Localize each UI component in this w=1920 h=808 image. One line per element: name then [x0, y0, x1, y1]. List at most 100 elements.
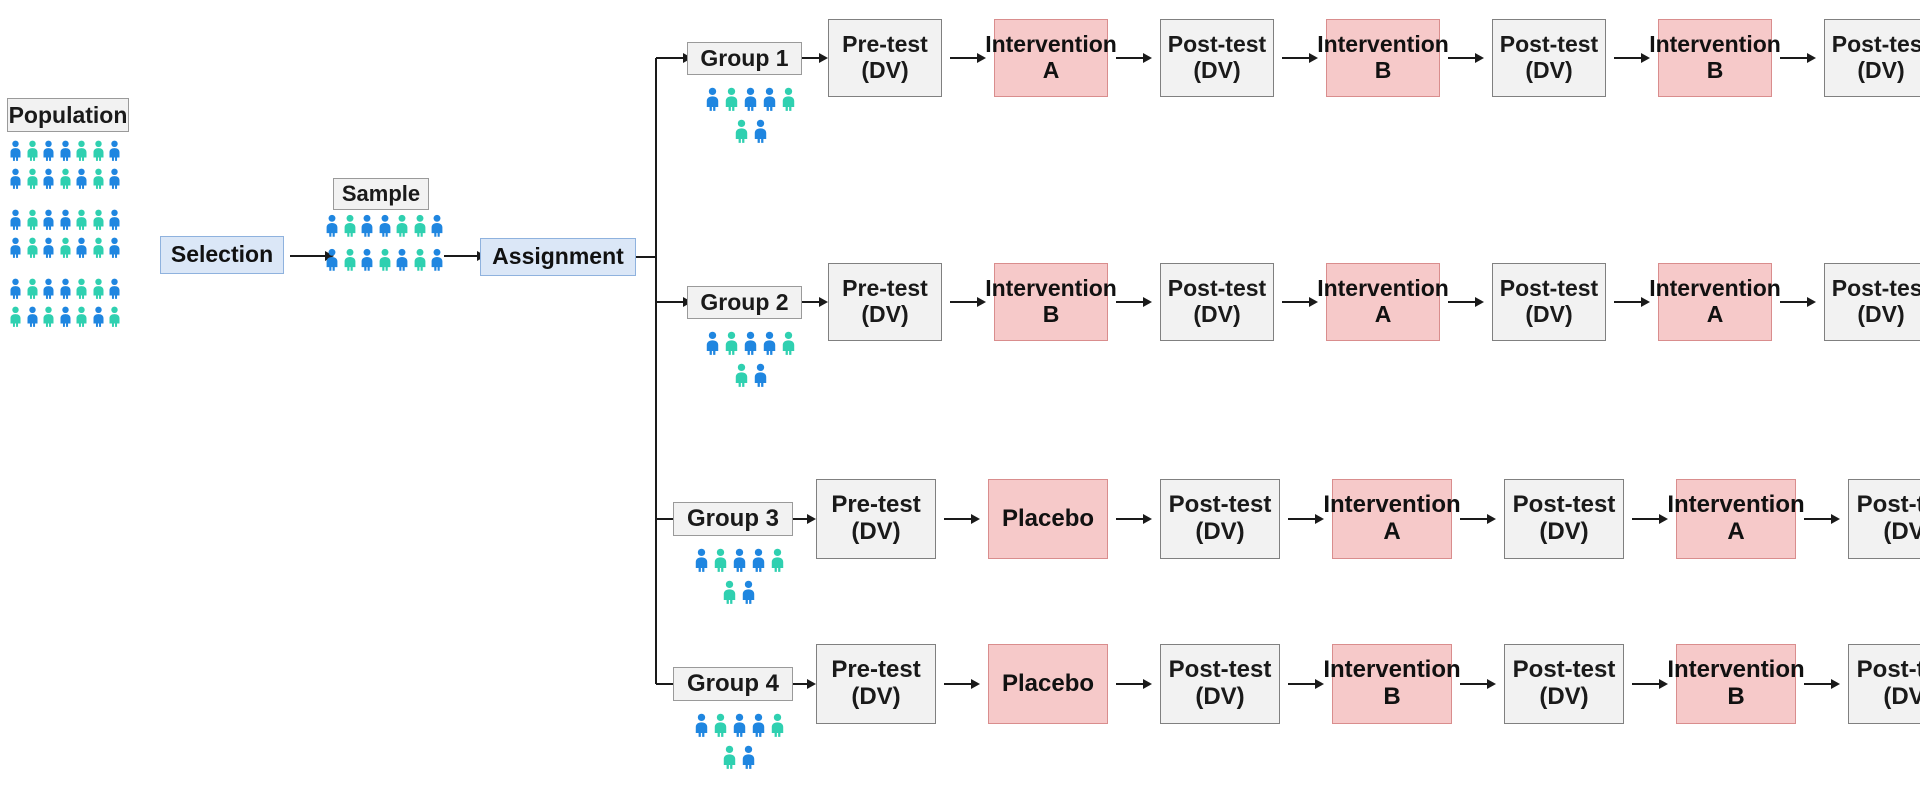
- group-1-step-7: Post-test(DV): [1824, 19, 1920, 97]
- group-3-step-3: Post-test(DV): [1160, 479, 1280, 559]
- person-icon: [92, 278, 104, 299]
- person-row: [8, 140, 122, 161]
- step-line-2: (DV): [1883, 518, 1920, 545]
- group-4-arrow-3: [1288, 683, 1316, 685]
- arrow-head: [807, 679, 816, 689]
- population-person-row: [8, 278, 122, 299]
- person-icon: [771, 548, 783, 572]
- group-1-step-5: Post-test(DV): [1492, 19, 1606, 97]
- person-icon: [723, 745, 736, 769]
- step-line-1: Post-test: [1167, 275, 1267, 302]
- person-icon: [706, 87, 719, 111]
- person-icon: [414, 214, 425, 237]
- person-icon: [361, 214, 373, 237]
- step-line-2: (DV): [1857, 301, 1905, 327]
- step-line-2: (DV): [1193, 57, 1241, 83]
- population-person-row: [8, 237, 122, 258]
- group-label-1: Group 1: [687, 41, 802, 75]
- group-3-step-2: Placebo: [988, 479, 1108, 559]
- group-1-arrow-4: [1448, 57, 1476, 59]
- group-2-arrow-1: [950, 301, 978, 303]
- person-icon: [43, 168, 54, 189]
- group-1-arrow-5: [1614, 57, 1642, 59]
- person-icon: [723, 580, 736, 604]
- step-line-2: B: [1374, 57, 1392, 83]
- arrow-head: [1807, 297, 1816, 307]
- tree-branch-1: [656, 57, 684, 59]
- step-line-2: (DV): [851, 518, 901, 545]
- group-3-arrow-4: [1460, 518, 1488, 520]
- tree-branch-2: [656, 301, 684, 303]
- tree-branch-3: [656, 518, 684, 520]
- group-3-arrow-2: [1116, 518, 1144, 520]
- step-line-1: Post-test: [1831, 31, 1920, 58]
- arrow-head: [1641, 297, 1650, 307]
- group-2-arrow-5: [1614, 301, 1642, 303]
- person-icon: [754, 363, 766, 387]
- step-line-1: Placebo: [1001, 669, 1095, 697]
- group-4-arrow-2: [1116, 683, 1144, 685]
- group-2-arrow-4: [1448, 301, 1476, 303]
- person-icon: [725, 87, 738, 111]
- person-icon: [76, 278, 87, 299]
- arrow-head: [1143, 679, 1152, 689]
- person-icon: [26, 278, 38, 299]
- step-line-2: (DV): [1857, 57, 1905, 83]
- group-people-1: [693, 87, 808, 143]
- person-icon: [735, 363, 747, 387]
- person-icon: [59, 278, 71, 299]
- step-line-2: A: [1374, 301, 1392, 327]
- person-row: [693, 363, 808, 387]
- step-line-1: Intervention: [985, 275, 1117, 302]
- person-icon: [76, 237, 87, 258]
- step-line-1: Post-test: [1499, 275, 1599, 302]
- person-row: [8, 306, 122, 327]
- person-icon: [59, 306, 71, 327]
- person-row: [324, 214, 445, 237]
- step-line-1: Post-test: [1168, 491, 1272, 519]
- arrow-head: [1659, 514, 1668, 524]
- person-icon: [344, 248, 355, 271]
- person-icon: [109, 278, 120, 299]
- person-icon: [714, 548, 726, 572]
- step-line-2: (DV): [1539, 518, 1589, 545]
- group-label-2: Group 2: [687, 285, 802, 319]
- person-row: [324, 248, 445, 271]
- group-2-step-5: Post-test(DV): [1492, 263, 1606, 341]
- person-icon: [771, 713, 783, 737]
- arrow-head: [1475, 297, 1484, 307]
- step-line-2: A: [1383, 518, 1401, 545]
- group-3-arrow-3: [1288, 518, 1316, 520]
- group-1-arrow-1: [950, 57, 978, 59]
- step-line-1: Intervention: [1317, 275, 1449, 302]
- group-4-arrow-6: [1804, 683, 1832, 685]
- person-icon: [714, 713, 726, 737]
- person-icon: [92, 306, 104, 327]
- person-icon: [752, 548, 764, 572]
- arrow-head: [971, 679, 980, 689]
- person-icon: [109, 306, 120, 327]
- person-icon: [10, 237, 21, 258]
- person-icon: [706, 331, 719, 355]
- person-icon: [326, 248, 338, 271]
- step-line-2: A: [1706, 301, 1724, 327]
- step-line-1: Intervention: [1323, 656, 1461, 684]
- group-label-3: Group 3: [673, 502, 793, 536]
- step-line-2: (DV): [1193, 301, 1241, 327]
- person-row: [693, 331, 808, 355]
- arrow-head: [1659, 679, 1668, 689]
- person-icon: [59, 209, 71, 230]
- step-line-2: (DV): [851, 683, 901, 710]
- group-2-arrow-6: [1780, 301, 1808, 303]
- person-icon: [109, 237, 120, 258]
- step-line-1: Pre-test: [842, 31, 928, 58]
- person-icon: [396, 214, 408, 237]
- arrow-head: [1487, 679, 1496, 689]
- group-2-arrow-3: [1282, 301, 1310, 303]
- person-icon: [695, 713, 707, 737]
- person-icon: [754, 119, 766, 143]
- step-line-2: (DV): [1883, 683, 1920, 710]
